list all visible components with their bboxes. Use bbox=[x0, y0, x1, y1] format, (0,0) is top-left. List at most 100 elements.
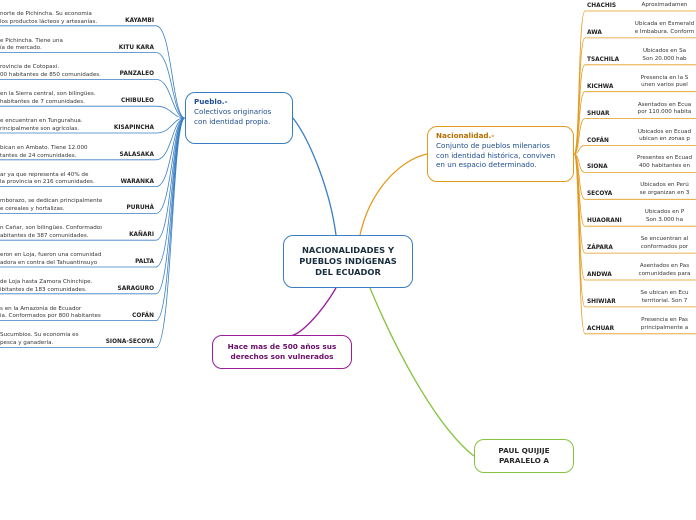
pueblo-description-line-2: tantes de 24 comunidades. bbox=[0, 152, 77, 159]
pueblo-label[interactable]: KAYAMBI bbox=[125, 17, 154, 24]
pueblo-connector bbox=[155, 52, 186, 119]
pueblo-description-line-1: eron en Loja, fueron una comunidad bbox=[0, 252, 102, 258]
pueblo-label[interactable]: CHIBULEO bbox=[121, 98, 154, 105]
nacionalidad-description-line-1: Ubicados en P bbox=[644, 209, 685, 216]
nacionalidad-label[interactable]: SECOYA bbox=[587, 191, 613, 198]
pueblo-connector bbox=[155, 25, 186, 119]
pueblo-label[interactable]: PURUHÁ bbox=[126, 205, 154, 212]
nacionalidad-description-line-2: 400 habitantes en bbox=[638, 163, 690, 170]
nacionalidad-label[interactable]: SHIWIAR bbox=[587, 298, 616, 305]
pueblo-label[interactable]: COFÁN bbox=[132, 312, 154, 319]
pueblo-label[interactable]: KITU KARA bbox=[118, 44, 154, 51]
nacionalidad-description-line-2: se organizan en 3 bbox=[639, 190, 690, 197]
nacionalidad-label[interactable]: CHACHIS bbox=[587, 3, 617, 9]
nacionalidad-label[interactable]: COFÁN bbox=[587, 137, 609, 144]
nacionalidad-description-line-1: Presencia en Pas bbox=[641, 316, 688, 323]
pueblo-description-line-1: norte de Pichincha. Su economía bbox=[0, 10, 92, 17]
nacionalidad-description-line-2: comunidades para bbox=[638, 270, 691, 277]
nacionalidad-description-line-2: Son 20.000 hab bbox=[642, 55, 687, 62]
pueblo-description-line-2: habitantes de 7 comunidades. bbox=[0, 98, 85, 105]
nacionalidad-description-line-1: Se encuentran al bbox=[640, 236, 689, 243]
pueblo-topic[interactable]: Pueblo.- Colectivos originarios con iden… bbox=[185, 92, 293, 144]
nacionalidad-label[interactable]: KICHWA bbox=[587, 83, 614, 90]
nacionalidad-label[interactable]: ZÁPARA bbox=[587, 245, 613, 252]
nacionalidad-description: Se encuentra enAproximadamen bbox=[633, 0, 696, 10]
nacionalidad-description-line-2: territorial. Son 7 bbox=[641, 297, 688, 304]
nacionalidad-description-line-1: Ubicados en Perú bbox=[640, 182, 689, 189]
pueblo-line-1: Colectivos originarios bbox=[194, 106, 272, 116]
pueblo-line-2: con identidad propia. bbox=[194, 116, 271, 126]
pueblo-connector bbox=[155, 105, 186, 119]
pueblo-description-line-1: Sucumbíos. Su economía es bbox=[0, 332, 79, 339]
pueblo-label[interactable]: PANZALEO bbox=[119, 71, 154, 78]
nacionalidad-line-1: Conjunto de pueblos milenarios bbox=[436, 140, 550, 150]
nacionalidad-label[interactable]: AWA bbox=[587, 29, 602, 36]
pueblo-description-line-2: ía de mercado. bbox=[0, 45, 42, 52]
derechos-line-2: derechos son vulnerados bbox=[230, 352, 334, 361]
pueblo-description-line-1: rovincia de Cotopaxi. bbox=[0, 64, 60, 71]
nacionalidad-label[interactable]: ACHUAR bbox=[587, 325, 615, 332]
nacionalidad-label[interactable]: TSACHILA bbox=[587, 56, 620, 63]
nacionalidad-description-line-2: unen varios puel bbox=[641, 82, 688, 89]
nacionalidad-title: Nacionalidad.- bbox=[436, 131, 495, 140]
nacionalidad-description-line-2: conformados por bbox=[640, 243, 689, 250]
pueblo-description-line-1: bican en Ambato. Tiene 12.000 bbox=[0, 144, 88, 151]
pueblo-description-line-2: adora en contra del Tahuantinsuyo bbox=[0, 259, 98, 266]
nacionalidad-description-line-1: Presencia en la S bbox=[640, 74, 689, 81]
pueblo-label[interactable]: KAÑARI bbox=[129, 232, 154, 239]
derechos-line-1: Hace mas de 500 años sus bbox=[227, 342, 337, 351]
central-topic[interactable]: NACIONALIDADES Y PUEBLOS INDÍGENAS DEL E… bbox=[283, 235, 413, 288]
pueblo-label[interactable]: WARANKA bbox=[120, 178, 154, 185]
pueblo-label[interactable]: SARAGURO bbox=[117, 285, 154, 292]
nacionalidad-description-line-2: principalmente a bbox=[640, 324, 689, 331]
nacionalidad-label[interactable]: SHUAR bbox=[587, 110, 610, 117]
central-topic-line-1: NACIONALIDADES Y bbox=[301, 245, 395, 255]
pueblo-description-line-1: ar ya que representa el 40% de bbox=[0, 171, 89, 178]
central-topic-line-2: PUEBLOS INDÍGENAS bbox=[299, 256, 397, 266]
pueblo-description-line-1: e encuentran en Tungurahua. bbox=[0, 118, 83, 124]
pueblo-description-line-1: mborazo, se dedican principalmente bbox=[0, 198, 102, 205]
pueblo-connector bbox=[155, 79, 186, 119]
pueblo-connector bbox=[155, 117, 186, 348]
pueblo-label[interactable]: KISAPINCHA bbox=[113, 125, 154, 131]
nacionalidad-description-line-1: Ubicados en Sa bbox=[642, 47, 687, 54]
pueblo-description: en la Sierra central, son bilingües.habi… bbox=[0, 91, 102, 107]
pueblo-description: rovincia de Cotopaxi.00 habitantes de 85… bbox=[0, 64, 102, 80]
nacionalidad-description-line-1: Presentes en Ecuad bbox=[636, 155, 693, 162]
author-topic[interactable]: PAUL QUIJIJE PARALELO A bbox=[474, 439, 574, 473]
nacionalidad-label[interactable]: HUAORANI bbox=[587, 218, 622, 225]
pueblo-label[interactable]: SIONA-SECOYA bbox=[105, 339, 154, 346]
pueblo-title: Pueblo.- bbox=[194, 97, 228, 106]
nacionalidad-connector bbox=[573, 145, 586, 155]
nacionalidad-description-line-2: por 110.000 habita bbox=[637, 109, 692, 116]
pueblo-connector bbox=[155, 117, 186, 187]
pueblo-description: e encuentran en Tungurahua.rincipalmente… bbox=[0, 118, 102, 134]
nacionalidad-connector bbox=[573, 118, 586, 155]
nacionalidad-line-2: con identidad histórica, conviven bbox=[436, 150, 556, 160]
pueblo-description-line-2: la provincia en 216 comunidades. bbox=[0, 179, 95, 186]
nacionalidad-topic[interactable]: Nacionalidad.- Conjunto de pueblos milen… bbox=[427, 126, 574, 182]
nacionalidad-description-line-1: Ubicada en Esmerald bbox=[634, 20, 695, 27]
nacionalidad-label[interactable]: ANDWA bbox=[587, 272, 612, 278]
pueblo-label[interactable]: PALTA bbox=[135, 259, 154, 265]
pueblo-description-line-2: rincipalmente son agrícolas. bbox=[0, 125, 80, 132]
pueblo-label[interactable]: SALASAKA bbox=[119, 151, 154, 158]
nacionalidad-description-line-2: ubican en zonas p bbox=[639, 136, 690, 143]
nacionalidad-line-3: en un espacio determinado. bbox=[436, 160, 537, 170]
nacionalidad-label[interactable]: SIONA bbox=[587, 164, 608, 171]
derechos-topic[interactable]: Hace mas de 500 años sus derechos son vu… bbox=[212, 335, 352, 369]
